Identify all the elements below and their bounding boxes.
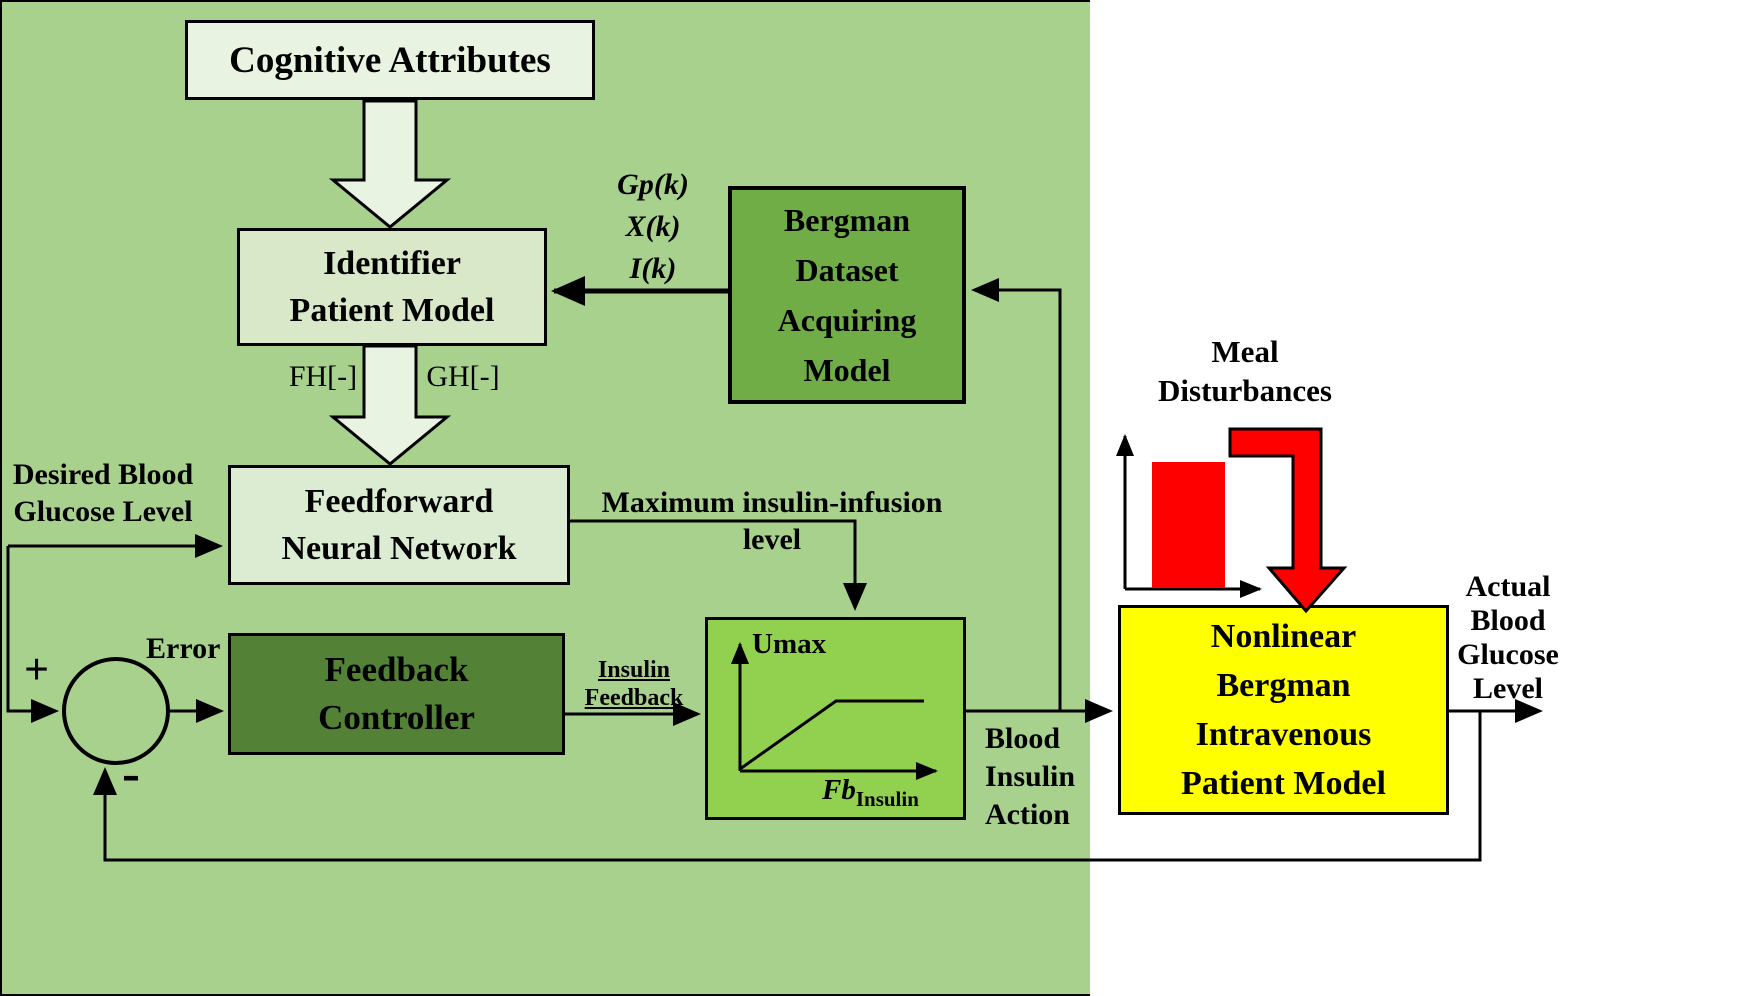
umax-label: Umax	[752, 628, 827, 660]
bergman-dataset-box: Bergman Dataset Acquiring Model	[728, 186, 966, 404]
actual-glucose-line4: Level	[1473, 672, 1543, 705]
ik-label: I(k)	[629, 252, 677, 285]
fh-label: FH[-]	[288, 360, 358, 393]
blood-insulin-action-line3: Action	[985, 798, 1070, 831]
meal-disturbances-line2: Disturbances	[1158, 373, 1332, 408]
blood-insulin-action-line1: Blood	[985, 722, 1061, 755]
actual-glucose-label: Actual Blood Glucose Level	[1450, 570, 1566, 706]
fb-insulin-label: FbInsulin	[822, 774, 919, 812]
identifier-patient-model-box: Identifier Patient Model	[237, 228, 547, 346]
minus-sign: -	[122, 743, 140, 803]
actual-glucose-line1: Actual	[1465, 570, 1551, 603]
identifier-label-line1: Identifier	[323, 245, 461, 282]
insulin-feedback-line1: Insulin	[597, 657, 671, 683]
feedforward-label-line1: Feedforward	[304, 483, 494, 520]
max-insulin-line2: level	[742, 523, 802, 556]
meal-disturbances-line1: Meal	[1211, 334, 1279, 369]
fb-label: Fb	[822, 774, 856, 806]
desired-glucose-line1: Desired Blood	[12, 458, 194, 491]
gp-label: Gp(k)	[617, 168, 689, 201]
patient-label-line3: Intravenous	[1195, 716, 1372, 753]
feedback-label-line2: Controller	[318, 698, 475, 737]
meal-disturbance-arrow	[1228, 427, 1348, 614]
feedback-controller-box: Feedback Controller	[228, 633, 565, 755]
actual-glucose-line3: Glucose	[1457, 638, 1559, 671]
meal-disturbances-label: Meal Disturbances	[1142, 332, 1348, 410]
patient-label-line2: Bergman	[1216, 667, 1351, 704]
max-insulin-label: Maximum insulin-infusion level	[592, 484, 952, 558]
meal-bar	[1152, 462, 1225, 588]
insulin-feedback-label: Insulin Feedback	[577, 656, 691, 712]
bergman-label-line4: Model	[803, 352, 891, 388]
insulin-feedback-line2: Feedback	[584, 685, 684, 711]
desired-glucose-line2: Glucose Level	[13, 495, 193, 528]
blood-insulin-action-line2: Insulin	[985, 760, 1076, 793]
feedback-label-line1: Feedback	[324, 650, 469, 689]
feedforward-nn-box: Feedforward Neural Network	[228, 465, 570, 585]
actual-glucose-line2: Blood	[1470, 604, 1546, 637]
desired-glucose-label: Desired Blood Glucose Level	[2, 456, 204, 530]
bergman-label-line2: Dataset	[795, 252, 899, 288]
gh-label: GH[-]	[426, 360, 500, 393]
cognitive-attributes-label: Cognitive Attributes	[229, 39, 551, 81]
identifier-label-line2: Patient Model	[289, 292, 495, 329]
patient-label-line1: Nonlinear	[1210, 618, 1357, 655]
cognitive-attributes-box: Cognitive Attributes	[185, 20, 595, 100]
error-label: Error	[146, 632, 221, 665]
nonlinear-bergman-box: Nonlinear Bergman Intravenous Patient Mo…	[1118, 605, 1449, 815]
xk-label: X(k)	[625, 210, 681, 243]
bergman-label-line3: Acquiring	[777, 302, 917, 338]
feedforward-label-line2: Neural Network	[281, 530, 517, 567]
bergman-label-line1: Bergman	[783, 202, 911, 238]
plus-sign: +	[24, 645, 50, 694]
blood-insulin-action-label: Blood Insulin Action	[985, 720, 1095, 834]
max-insulin-line1: Maximum insulin-infusion	[601, 486, 943, 519]
patient-label-line4: Patient Model	[1181, 765, 1386, 802]
dataset-signals-label: Gp(k) X(k) I(k)	[598, 164, 708, 290]
fb-subscript: Insulin	[855, 786, 919, 811]
